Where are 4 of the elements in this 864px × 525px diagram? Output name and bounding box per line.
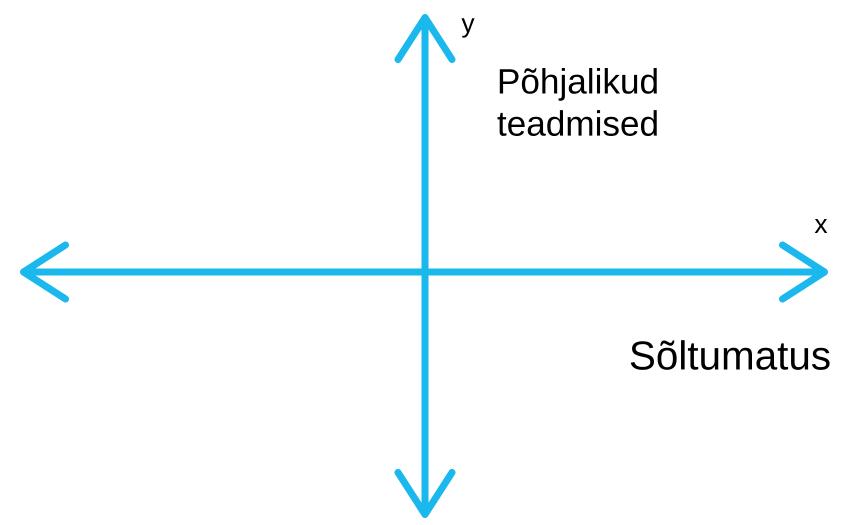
axis-label: y	[461, 18, 475, 38]
axis-label: x	[814, 219, 828, 233]
axis-title: Põhjalikud teadmised	[497, 68, 657, 136]
axis-title: Sõltumatus	[630, 340, 830, 370]
